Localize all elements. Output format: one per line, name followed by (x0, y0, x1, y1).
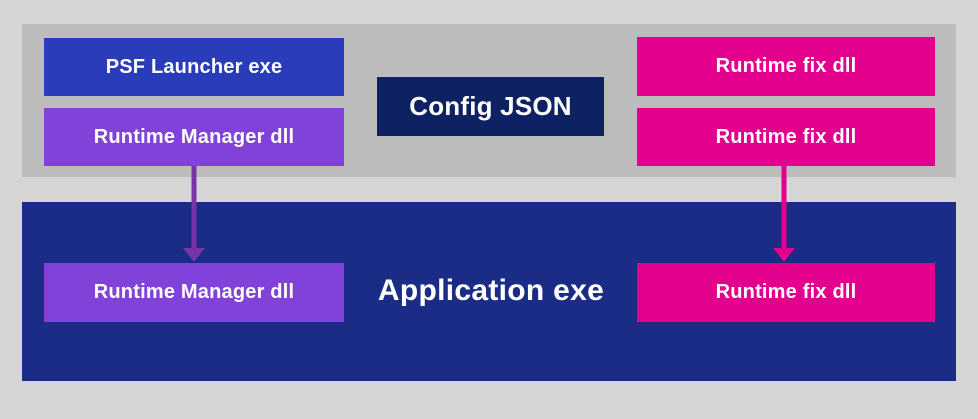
application-exe-label: Application exe (377, 274, 605, 307)
runtime-manager-box: Runtime Manager dll (44, 108, 344, 166)
config-json-box: Config JSON (377, 77, 604, 136)
package-frame: PSF Launcher exe Runtime Manager dll Con… (22, 24, 956, 177)
application-exe-frame: Runtime Manager dll Application exe Runt… (22, 202, 956, 381)
runtime-fix-box-2: Runtime fix dll (637, 108, 935, 166)
runtime-fix-injected-box: Runtime fix dll (637, 263, 935, 322)
runtime-fix-box-1: Runtime fix dll (637, 37, 935, 96)
psf-launcher-box: PSF Launcher exe (44, 38, 344, 96)
runtime-manager-injected-box: Runtime Manager dll (44, 263, 344, 322)
